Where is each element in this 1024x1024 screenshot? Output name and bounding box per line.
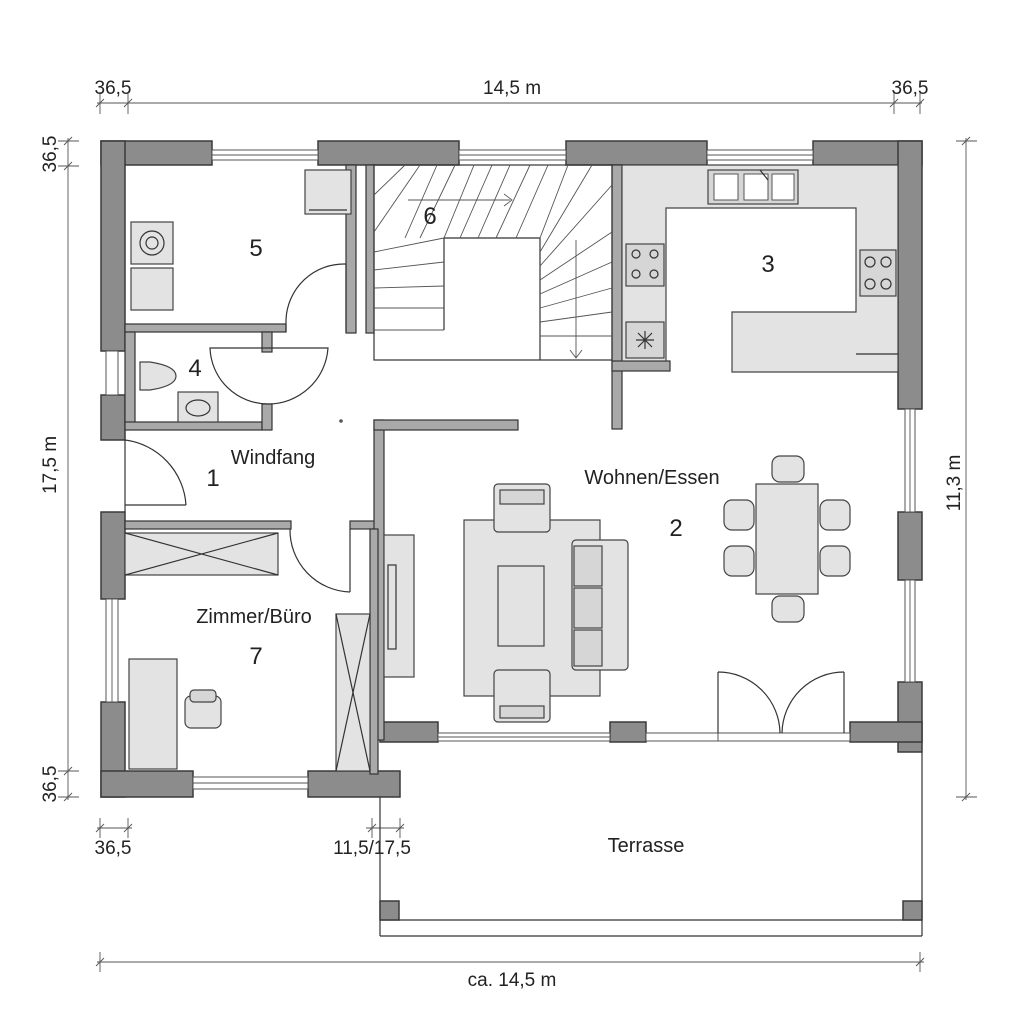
dim-left-top: 36,5 <box>40 136 61 173</box>
room-number-utility: 5 <box>249 235 262 262</box>
tv-board <box>383 534 415 678</box>
room-number-windfang: 1 <box>206 465 219 492</box>
terrace-post-right <box>902 900 923 921</box>
interior-walls <box>124 164 671 775</box>
dim-top-right: 36,5 <box>892 78 929 99</box>
cooktop-icon <box>859 249 897 297</box>
dim-top-total: 14,5 m <box>483 78 541 99</box>
desk <box>128 658 178 770</box>
room-number-stairs: 6 <box>423 203 436 230</box>
dim-bottom-left: 36,5 <box>95 838 132 859</box>
entrance-door <box>124 439 187 512</box>
washbasin-icon <box>177 391 219 423</box>
dim-right-total: 11,3 m <box>944 455 965 512</box>
utility-room-furniture <box>130 169 352 332</box>
room-number-office: 7 <box>249 643 262 670</box>
room-number-wohnen: 2 <box>669 515 682 542</box>
office-furniture <box>124 528 371 772</box>
stove-icon <box>625 243 665 287</box>
kitchen-furniture <box>621 164 899 373</box>
terrace-area <box>379 752 923 937</box>
dim-top-left: 36,5 <box>95 78 132 99</box>
room-name-wohnen: Wohnen/Essen <box>584 467 719 489</box>
room-name-office: Zimmer/Büro <box>196 606 312 628</box>
dim-left-total: 17,5 m <box>40 436 61 494</box>
dim-bottom-inner: 11,5/17,5 <box>333 838 411 859</box>
living-room-furniture <box>383 455 851 734</box>
dim-left-bottom: 36,5 <box>40 766 61 803</box>
dim-bottom-total: ca. 14,5 m <box>468 970 557 991</box>
windows <box>105 149 916 790</box>
dining-table <box>755 483 819 595</box>
wc-furniture <box>139 347 329 423</box>
room-name-windfang: Windfang <box>231 447 316 469</box>
toilet-icon <box>139 361 177 391</box>
terrace-post-left <box>379 900 400 921</box>
staircase <box>373 164 613 361</box>
washing-machine-icon <box>130 221 174 265</box>
room-name-terrace: Terrasse <box>608 835 685 857</box>
coffee-table <box>497 565 545 647</box>
room-number-kitchen: 3 <box>761 251 774 278</box>
room-number-wc: 4 <box>188 355 201 382</box>
dimension-lines <box>58 92 977 972</box>
